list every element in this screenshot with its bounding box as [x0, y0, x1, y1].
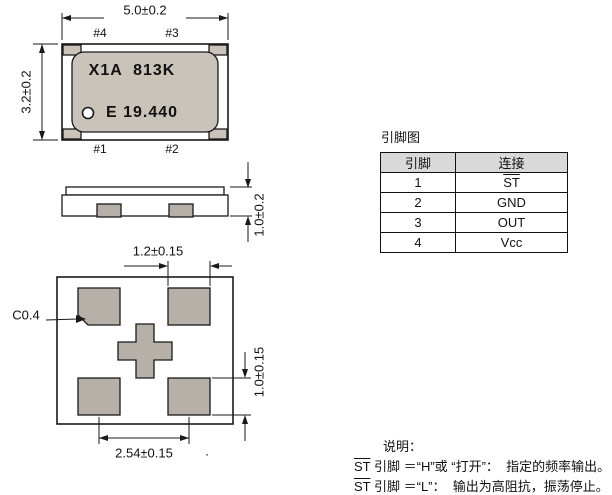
- pad-3: [167, 377, 211, 416]
- dim-package-width: 5.0±0.2: [123, 2, 167, 18]
- pad-label-1: #1: [93, 142, 107, 156]
- table-row: 3 OUT: [380, 212, 568, 233]
- side-pad-left: [96, 203, 122, 218]
- pad-label-4: #4: [93, 26, 107, 40]
- marking-line1: X1A 813K: [88, 62, 176, 79]
- stray-dot: .: [205, 443, 209, 459]
- note-line-1: ST 引脚 ＝“H”或 “打开”： 指定的频率输出。: [354, 459, 610, 475]
- arrow-right-icon: [159, 263, 168, 269]
- dim-pad-height: 1.0±0.15: [251, 346, 267, 398]
- arrow-up-icon: [245, 216, 251, 225]
- center-cross-pad: [117, 323, 173, 379]
- side-lid: [65, 186, 225, 196]
- dim-side-thickness: 1.0±0.2: [251, 193, 267, 237]
- pad-2: [167, 287, 211, 326]
- table-row: 4 Vcc: [380, 232, 568, 253]
- side-pad-right: [168, 203, 194, 218]
- pin-connection: Vcc: [455, 232, 568, 253]
- pin-number: 3: [380, 212, 456, 233]
- table-row: 2 GND: [380, 192, 568, 213]
- dim-lines-pad-pitch: [98, 417, 190, 444]
- arrow-up-icon: [242, 415, 248, 424]
- note-line-2-text: 引脚 ＝“L”： 输出为高阻抗，振荡停止。: [370, 479, 609, 494]
- arrow-right-icon: [180, 435, 189, 441]
- terminal-bottom-right: [208, 128, 228, 140]
- dim-lines-thickness: [230, 162, 252, 242]
- arrow-left-icon: [62, 15, 71, 21]
- dim-lines-width: [61, 13, 229, 40]
- arrow-down-icon: [39, 131, 45, 140]
- dim-package-height: 3.2±0.2: [18, 70, 34, 114]
- st-signal-label: ST: [354, 459, 371, 474]
- side-body: [61, 194, 229, 217]
- pad-label-3: #3: [165, 26, 179, 40]
- dim-pad-pitch: 2.54±0.15: [115, 445, 173, 461]
- pin-number: 4: [380, 232, 456, 253]
- side-view-drawing: [61, 186, 229, 218]
- arrow-left-icon: [210, 263, 219, 269]
- pin-table: 引脚 连接 1 ST 2 GND 3 OUT 4 Vcc: [380, 152, 568, 253]
- st-signal-label: ST: [503, 175, 520, 190]
- pin-connection: ST: [455, 172, 568, 193]
- terminal-top-right: [208, 44, 228, 56]
- dim-pad-width: 1.2±0.15: [132, 243, 184, 259]
- terminal-top-left: [62, 44, 82, 56]
- chamfer-leader: [45, 315, 86, 323]
- arrow-down-icon: [245, 179, 251, 188]
- bottom-view-drawing: [56, 276, 234, 425]
- arrow-left-icon: [99, 435, 108, 441]
- note-line-2: ST 引脚 ＝“L”： 输出为高阻抗，振荡停止。: [354, 479, 609, 495]
- pad-label-2: #2: [165, 142, 179, 156]
- pad-1-chamfered: [77, 287, 121, 326]
- terminal-bottom-left: [62, 128, 82, 140]
- pin-table-header-row: 引脚 连接: [380, 152, 568, 173]
- top-view-drawing: [61, 43, 229, 141]
- dim-lines-pad-height: [212, 352, 251, 441]
- pin-number: 1: [380, 172, 456, 193]
- chamfer-label: C0.4: [12, 307, 40, 323]
- arrow-down-icon: [242, 369, 248, 378]
- pad-4: [77, 377, 121, 416]
- pin-table-header-connection: 连接: [455, 152, 568, 173]
- notes-title: 说明：: [383, 439, 423, 454]
- pin-table-title: 引脚图: [381, 130, 421, 145]
- pin1-mark-circle: [81, 106, 95, 120]
- marking-line2: E 19.440: [105, 104, 179, 121]
- pin-number: 2: [380, 192, 456, 213]
- arrow-right-icon: [219, 15, 228, 21]
- pin-table-header-pin: 引脚: [380, 152, 456, 173]
- metal-lid: [71, 51, 219, 133]
- pin-connection: OUT: [455, 212, 568, 233]
- arrow-up-icon: [39, 44, 45, 53]
- table-row: 1 ST: [380, 172, 568, 193]
- arrow-right-icon: [76, 315, 86, 323]
- st-signal-label: ST: [354, 479, 371, 494]
- pin-connection: GND: [455, 192, 568, 213]
- dim-lines-pad-width: [124, 261, 232, 286]
- dim-lines-height: [33, 43, 58, 141]
- note-line-1-text: 引脚 ＝“H”或 “打开”： 指定的频率输出。: [370, 459, 611, 474]
